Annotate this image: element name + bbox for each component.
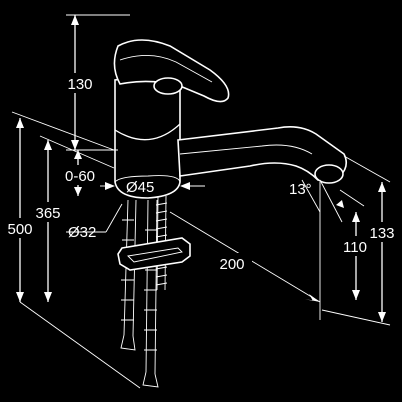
label-spout-reach: 200: [219, 256, 244, 273]
label-spout-top-height: 133: [369, 225, 394, 242]
dimension-labels: 130 0-60 Ø45 500 365 Ø32 200 13° 110 133: [3, 73, 400, 273]
lever-knob: [153, 77, 183, 95]
mounting-bracket: [117, 237, 191, 271]
label-lever-height: 130: [67, 76, 92, 93]
faucet-body: [114, 71, 181, 199]
label-body-diameter: Ø45: [126, 179, 154, 196]
faucet-outline: [113, 39, 348, 388]
supply-hoses: [120, 199, 159, 388]
label-adjust-range: 0-60: [65, 168, 95, 185]
label-hole-diameter: Ø32: [68, 224, 96, 241]
label-height-365: 365: [35, 205, 60, 222]
label-overall-height: 500: [7, 221, 32, 238]
label-spout-angle: 13°: [289, 181, 312, 198]
label-outlet-height: 110: [343, 239, 367, 256]
dimension-lines: [11, 14, 391, 389]
spout-outlet: [314, 164, 344, 184]
